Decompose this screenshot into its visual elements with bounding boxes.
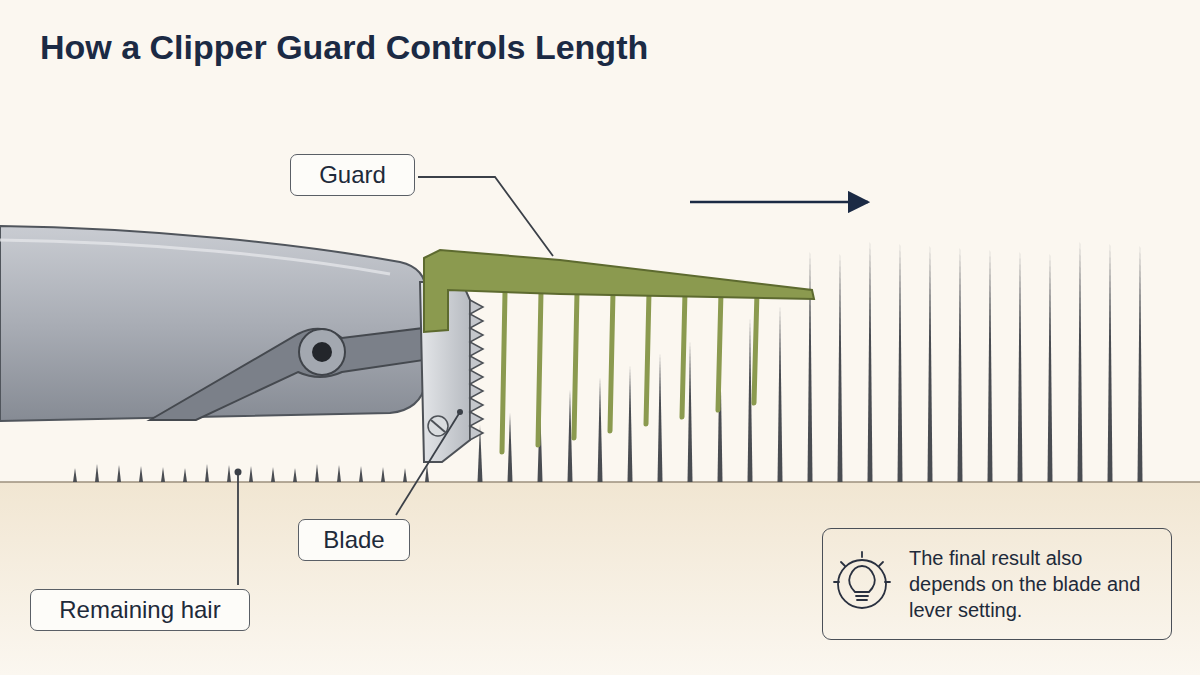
lever-pivot-hole bbox=[312, 342, 332, 362]
blade-teeth bbox=[470, 300, 483, 440]
skin-ground bbox=[0, 482, 1200, 675]
clipper-body bbox=[0, 226, 426, 421]
part-label: Blade bbox=[298, 519, 410, 561]
guard-bar bbox=[424, 250, 814, 332]
long-hair bbox=[928, 244, 933, 482]
lightbulb-icon bbox=[834, 552, 890, 608]
long-hair bbox=[1108, 242, 1113, 482]
short-hair bbox=[271, 467, 275, 482]
blade-screw bbox=[428, 416, 448, 436]
long-hair bbox=[988, 248, 993, 482]
short-hair bbox=[95, 464, 99, 482]
long-hair bbox=[898, 242, 903, 482]
short-hair bbox=[315, 464, 319, 482]
screw-slot bbox=[431, 420, 445, 432]
label-text: Blade bbox=[319, 526, 389, 554]
long-hair bbox=[958, 246, 963, 482]
long-hair bbox=[1138, 244, 1143, 482]
body-highlight bbox=[0, 240, 390, 274]
long-hair bbox=[508, 413, 513, 482]
long-hair bbox=[658, 353, 663, 482]
long-hair bbox=[598, 377, 603, 482]
blade-leader-dot bbox=[457, 409, 463, 415]
short-hair bbox=[227, 465, 231, 482]
long-hair bbox=[1048, 252, 1053, 482]
long-hair bbox=[778, 305, 783, 482]
guard-tooth bbox=[610, 292, 613, 431]
direction-arrow bbox=[690, 201, 868, 204]
part-label: Remaining hair bbox=[30, 589, 250, 631]
guard-teeth bbox=[502, 292, 757, 452]
guard-tooth bbox=[682, 292, 685, 417]
short-hair bbox=[73, 468, 77, 482]
hair-leader bbox=[237, 474, 239, 585]
guard-tooth bbox=[718, 292, 721, 410]
short-hair bbox=[249, 466, 253, 482]
clipper-lever bbox=[150, 328, 424, 420]
short-hair bbox=[183, 468, 187, 482]
long-hair bbox=[1018, 250, 1023, 482]
blade-leader bbox=[396, 412, 460, 515]
short-hair bbox=[381, 467, 385, 482]
short-hair bbox=[293, 468, 297, 482]
guard-tooth bbox=[754, 292, 757, 403]
label-text: Guard bbox=[311, 161, 394, 189]
long-hair bbox=[868, 240, 873, 482]
guard-tooth bbox=[538, 292, 541, 445]
part-label: Guard bbox=[290, 154, 415, 196]
short-hair bbox=[403, 468, 407, 482]
short-hair bbox=[161, 467, 165, 482]
short-hair bbox=[205, 464, 209, 482]
lever-pivot bbox=[299, 329, 345, 375]
guard-tooth bbox=[574, 292, 577, 438]
short-hair bbox=[337, 465, 341, 482]
label-text: Remaining hair bbox=[51, 596, 229, 624]
note-box: The final result also depends on the bla… bbox=[822, 528, 1172, 640]
long-hair bbox=[628, 365, 633, 482]
hair-leader-dot bbox=[235, 469, 242, 476]
guard-tooth bbox=[646, 292, 649, 424]
diagram-title: How a Clipper Guard Controls Length bbox=[40, 28, 648, 67]
long-hair bbox=[808, 250, 813, 482]
long-hair bbox=[688, 341, 693, 482]
long-hair bbox=[838, 252, 843, 482]
short-hair bbox=[139, 466, 143, 482]
guard-tooth bbox=[502, 292, 505, 452]
short-hair bbox=[117, 465, 121, 482]
long-hair bbox=[1078, 240, 1083, 482]
short-hair bbox=[359, 466, 363, 482]
guard-leader bbox=[418, 177, 553, 256]
note-text: The final result also depends on the bla… bbox=[909, 545, 1149, 623]
